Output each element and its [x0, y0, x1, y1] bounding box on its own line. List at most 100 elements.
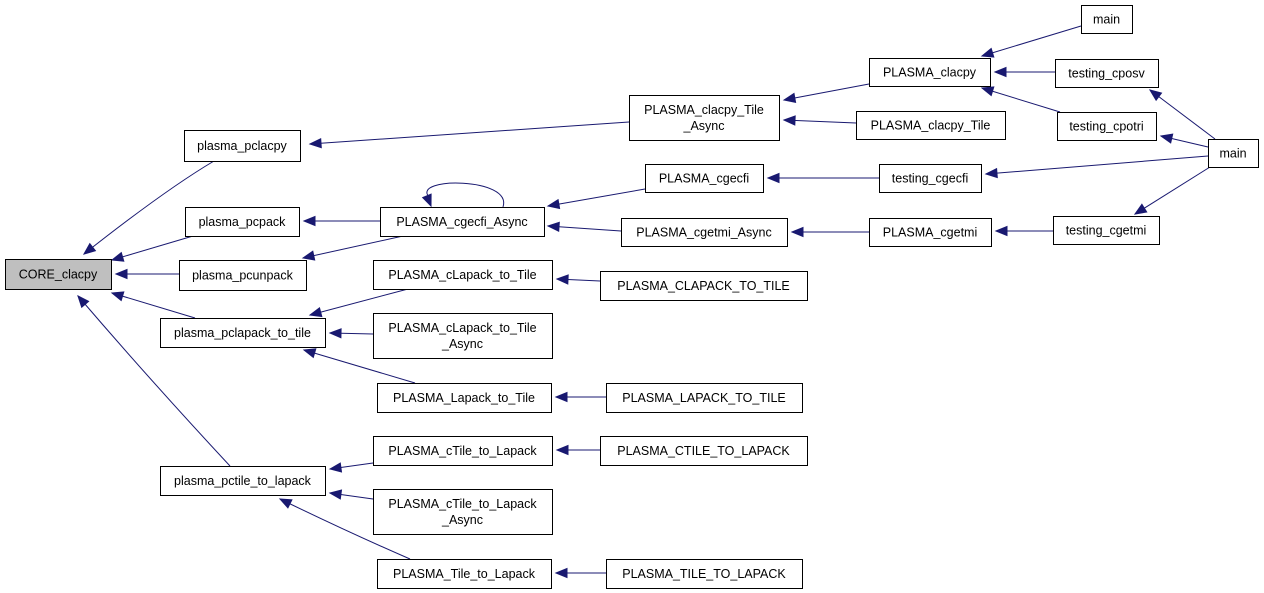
node-box[interactable] — [5, 259, 112, 290]
arrowhead-icon — [554, 391, 568, 403]
arrowhead-icon — [110, 291, 125, 302]
node-box[interactable] — [377, 383, 552, 413]
node-box[interactable] — [600, 271, 808, 301]
node-plasma-pclapack-to-tile[interactable]: plasma_pclapack_to_tile — [160, 318, 326, 348]
node-label: testing_cpotri — [1069, 120, 1143, 134]
node-plasma-clapack-to-tile[interactable]: PLASMA_CLAPACK_TO_TILE — [600, 271, 808, 301]
node-box[interactable] — [1081, 5, 1133, 34]
node-box[interactable] — [600, 436, 808, 466]
node-plasma-cgecfi-async[interactable]: PLASMA_cgecfi_Async — [380, 207, 545, 237]
node-box[interactable] — [645, 164, 764, 193]
node-label: PLASMA_clacpy_Tile — [644, 103, 764, 117]
node-label: testing_cgecfi — [892, 172, 968, 186]
node-plasma-lapack-to-tile[interactable]: PLASMA_Lapack_to_Tile — [377, 383, 552, 413]
node-plasma-ctile-to-lapack[interactable]: PLASMA_cTile_to_Lapack — [373, 436, 553, 466]
node-testing-cposv[interactable]: testing_cposv — [1055, 59, 1159, 88]
edge-PLASMA_cTile_to_Lapack_Async-to-plasma_pctile_to_lapack — [328, 489, 374, 500]
edge-PLASMA_LAPACK_TO_TILE-to-PLASMA_Lapack_to_Tile — [554, 391, 606, 403]
arrowhead-icon — [782, 115, 796, 126]
node-label: plasma_pcpack — [199, 215, 287, 229]
node-plasma-clacpy[interactable]: PLASMA_clacpy — [869, 58, 991, 87]
node-label: PLASMA_Tile_to_Lapack — [393, 567, 536, 581]
node-box[interactable] — [160, 466, 326, 496]
node-plasma-pclacpy[interactable]: plasma_pclacpy — [184, 130, 301, 162]
node-box[interactable] — [380, 207, 545, 237]
node-box[interactable] — [856, 111, 1006, 140]
edge-line — [302, 235, 404, 259]
node-plasma-cgetmi[interactable]: PLASMA_cgetmi — [869, 218, 992, 247]
node-plasma-clacpy-tile[interactable]: PLASMA_clacpy_Tile — [856, 111, 1006, 140]
node-plasma-pcunpack[interactable]: plasma_pcunpack — [179, 260, 307, 291]
node-box[interactable] — [373, 489, 553, 535]
node-plasma-pctile-to-lapack[interactable]: plasma_pctile_to_lapack — [160, 466, 326, 496]
node-label: PLASMA_clacpy_Tile — [871, 119, 991, 133]
node-box[interactable] — [879, 164, 982, 193]
node-label: main — [1219, 147, 1246, 161]
arrowhead-icon — [984, 167, 998, 179]
edge-plasma_pclacpy-to-core_clacpy — [82, 160, 215, 255]
node-core-clacpy[interactable]: CORE_clacpy — [5, 259, 112, 290]
node-plasma-pcpack[interactable]: plasma_pcpack — [185, 207, 300, 237]
node-box[interactable] — [869, 218, 992, 247]
node-box[interactable] — [185, 207, 300, 237]
node-label: PLASMA_LAPACK_TO_TILE — [622, 391, 786, 405]
node-box[interactable] — [1208, 139, 1259, 168]
arrowhead-icon — [980, 47, 995, 58]
node-plasma-tile-to-lapack[interactable]: PLASMA_Tile_to_Lapack — [377, 559, 552, 589]
node-main-right[interactable]: main — [1208, 139, 1259, 168]
arrowhead-icon — [114, 268, 128, 280]
edge-PLASMA_clacpy-to-PLASMA_clacpy_Tile_Async — [782, 83, 870, 104]
node-main-top[interactable]: main — [1081, 5, 1133, 34]
node-testing-cgetmi[interactable]: testing_cgetmi — [1053, 216, 1160, 245]
node-box[interactable] — [1057, 112, 1157, 141]
arrowhead-icon — [994, 225, 1008, 237]
node-plasma-clapack-to-tile[interactable]: PLASMA_cLapack_to_Tile — [373, 260, 553, 290]
node-box[interactable] — [184, 130, 301, 162]
node-box[interactable] — [373, 436, 553, 466]
edge-PLASMA_cLapack_to_Tile-to-plasma_pclapack_to_tile — [308, 288, 409, 318]
node-label: PLASMA_Lapack_to_Tile — [393, 391, 535, 405]
node-box[interactable] — [606, 383, 803, 413]
node-label: PLASMA_cgecfi_Async — [396, 215, 527, 229]
node-box[interactable] — [629, 95, 780, 141]
arrowhead-icon — [766, 172, 780, 184]
node-box[interactable] — [1053, 216, 1160, 245]
node-label: PLASMA_cgecfi — [659, 172, 749, 186]
node-label: CORE_clacpy — [19, 268, 98, 282]
node-plasma-clapack-to-tile-async[interactable]: PLASMA_cLapack_to_Tile_Async — [373, 313, 553, 359]
node-plasma-ctile-to-lapack[interactable]: PLASMA_CTILE_TO_LAPACK — [600, 436, 808, 466]
node-box[interactable] — [869, 58, 991, 87]
node-plasma-cgecfi[interactable]: PLASMA_cgecfi — [645, 164, 764, 193]
node-plasma-ctile-to-lapack-async[interactable]: PLASMA_cTile_to_Lapack_Async — [373, 489, 553, 535]
edge-PLASMA_cgecfi-to-PLASMA_cgecfi_Async — [546, 188, 646, 210]
arrowhead-icon — [993, 66, 1007, 78]
node-box[interactable] — [377, 559, 552, 589]
node-plasma-lapack-to-tile[interactable]: PLASMA_LAPACK_TO_TILE — [606, 383, 803, 413]
node-box[interactable] — [179, 260, 307, 291]
node-box[interactable] — [1055, 59, 1159, 88]
node-box[interactable] — [606, 559, 803, 589]
edge-PLASMA_cLapack_to_Tile_Async-to-plasma_pclapack_to_tile — [328, 328, 374, 339]
edge-testing_cgetmi-to-PLASMA_cgetmi — [994, 225, 1053, 237]
node-label: PLASMA_cTile_to_Lapack — [388, 497, 537, 511]
node-plasma-cgetmi-async[interactable]: PLASMA_cgetmi_Async — [621, 218, 788, 247]
node-box[interactable] — [160, 318, 326, 348]
node-label: PLASMA_cTile_to_Lapack — [388, 444, 537, 458]
arrowhead-icon — [1133, 203, 1148, 215]
node-box[interactable] — [621, 218, 788, 247]
edge-PLASMA_cgetmi_Async-to-PLASMA_cgecfi_Async — [546, 221, 622, 232]
node-plasma-tile-to-lapack[interactable]: PLASMA_TILE_TO_LAPACK — [606, 559, 803, 589]
nodes-layer: CORE_clacpy plasma_pclacpy plasma_pcpackpl… — [5, 5, 1259, 589]
arrowhead-icon — [110, 251, 125, 262]
arrowhead-icon — [328, 462, 343, 473]
edge-PLASMA_CTILE_TO_LAPACK-to-PLASMA_cTile_to_Lapack — [555, 444, 600, 456]
arrowhead-icon — [790, 226, 804, 238]
arrowhead-icon — [421, 193, 432, 208]
node-box[interactable] — [373, 260, 553, 290]
node-box[interactable] — [373, 313, 553, 359]
node-plasma-clacpy-tile-async[interactable]: PLASMA_clacpy_Tile_Async — [629, 95, 780, 141]
node-testing-cgecfi[interactable]: testing_cgecfi — [879, 164, 982, 193]
edge-PLASMA_TILE_TO_LAPACK-to-PLASMA_Tile_to_Lapack — [554, 567, 606, 579]
node-testing-cpotri[interactable]: testing_cpotri — [1057, 112, 1157, 141]
edge-line — [985, 155, 1209, 175]
